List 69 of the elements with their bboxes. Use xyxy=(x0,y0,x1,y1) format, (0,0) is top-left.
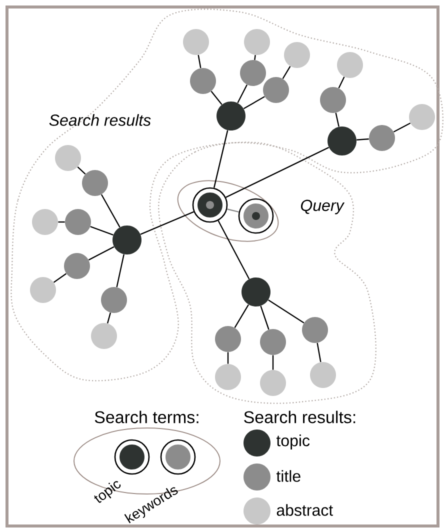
result-circle xyxy=(65,209,91,235)
result-circle xyxy=(190,68,216,94)
result-circle xyxy=(328,126,356,156)
connector-line xyxy=(227,208,239,212)
result-circle xyxy=(244,29,270,55)
legend-label: title xyxy=(276,470,300,482)
result-circle xyxy=(310,362,336,388)
connector-line xyxy=(210,90,222,105)
result-circle xyxy=(284,42,310,68)
result-circle xyxy=(30,277,56,303)
result-circle xyxy=(260,329,286,355)
result-circle xyxy=(337,52,363,78)
result-circle xyxy=(242,278,270,306)
connector-line xyxy=(316,342,322,362)
diagram-label: Search results xyxy=(49,114,151,126)
connector-line xyxy=(140,211,194,235)
result-circle xyxy=(91,323,117,349)
connector-line xyxy=(226,146,330,198)
connector-line xyxy=(227,352,229,364)
search-term-circle xyxy=(192,187,228,223)
result-circle xyxy=(215,326,241,352)
result-circle xyxy=(32,209,58,235)
connector-line xyxy=(58,221,65,223)
connector-line xyxy=(90,226,114,236)
term-label: topic xyxy=(94,481,121,503)
connector-line xyxy=(213,130,228,188)
result-circle xyxy=(369,125,395,151)
result-circle xyxy=(101,287,127,313)
connector-line xyxy=(243,96,265,110)
connector-line xyxy=(100,194,120,228)
legend-label: topic xyxy=(276,434,310,450)
connector-line xyxy=(88,246,114,260)
connector-line xyxy=(106,312,112,324)
result-circle xyxy=(55,145,81,171)
connector-line xyxy=(53,273,67,283)
search-term-circle xyxy=(114,439,150,475)
connector-line xyxy=(234,304,249,328)
result-circle xyxy=(216,102,246,130)
connector-line xyxy=(260,306,270,330)
result-circle xyxy=(302,317,328,343)
connector-line xyxy=(393,122,411,132)
search-term-circle xyxy=(238,198,274,234)
result-circle xyxy=(82,170,108,196)
diagram-label: Search terms: xyxy=(94,410,198,424)
result-circle xyxy=(263,77,289,103)
connector-line xyxy=(116,254,124,288)
connector-line xyxy=(218,220,250,280)
result-circle xyxy=(320,87,346,113)
connector-line xyxy=(268,299,304,324)
result-circle xyxy=(215,364,241,390)
search-term-circle xyxy=(160,439,196,475)
result-circle xyxy=(183,29,209,55)
diagram-label: Query xyxy=(301,200,345,214)
connector-line xyxy=(272,355,274,370)
result-circle xyxy=(64,253,90,279)
connector-line xyxy=(237,84,248,104)
result-circle xyxy=(409,104,435,130)
legend-label: abstract xyxy=(276,504,333,516)
diagram-label: Search results: xyxy=(244,410,356,424)
connector-line xyxy=(77,166,86,174)
result-circle xyxy=(260,370,286,396)
connector-line xyxy=(254,55,256,60)
connector-line xyxy=(198,54,202,68)
connector-line xyxy=(338,76,345,88)
connector-line xyxy=(335,112,340,127)
result-circle xyxy=(112,226,142,254)
result-circle xyxy=(240,60,266,86)
connector-line xyxy=(356,138,369,140)
connector-line xyxy=(282,66,291,79)
